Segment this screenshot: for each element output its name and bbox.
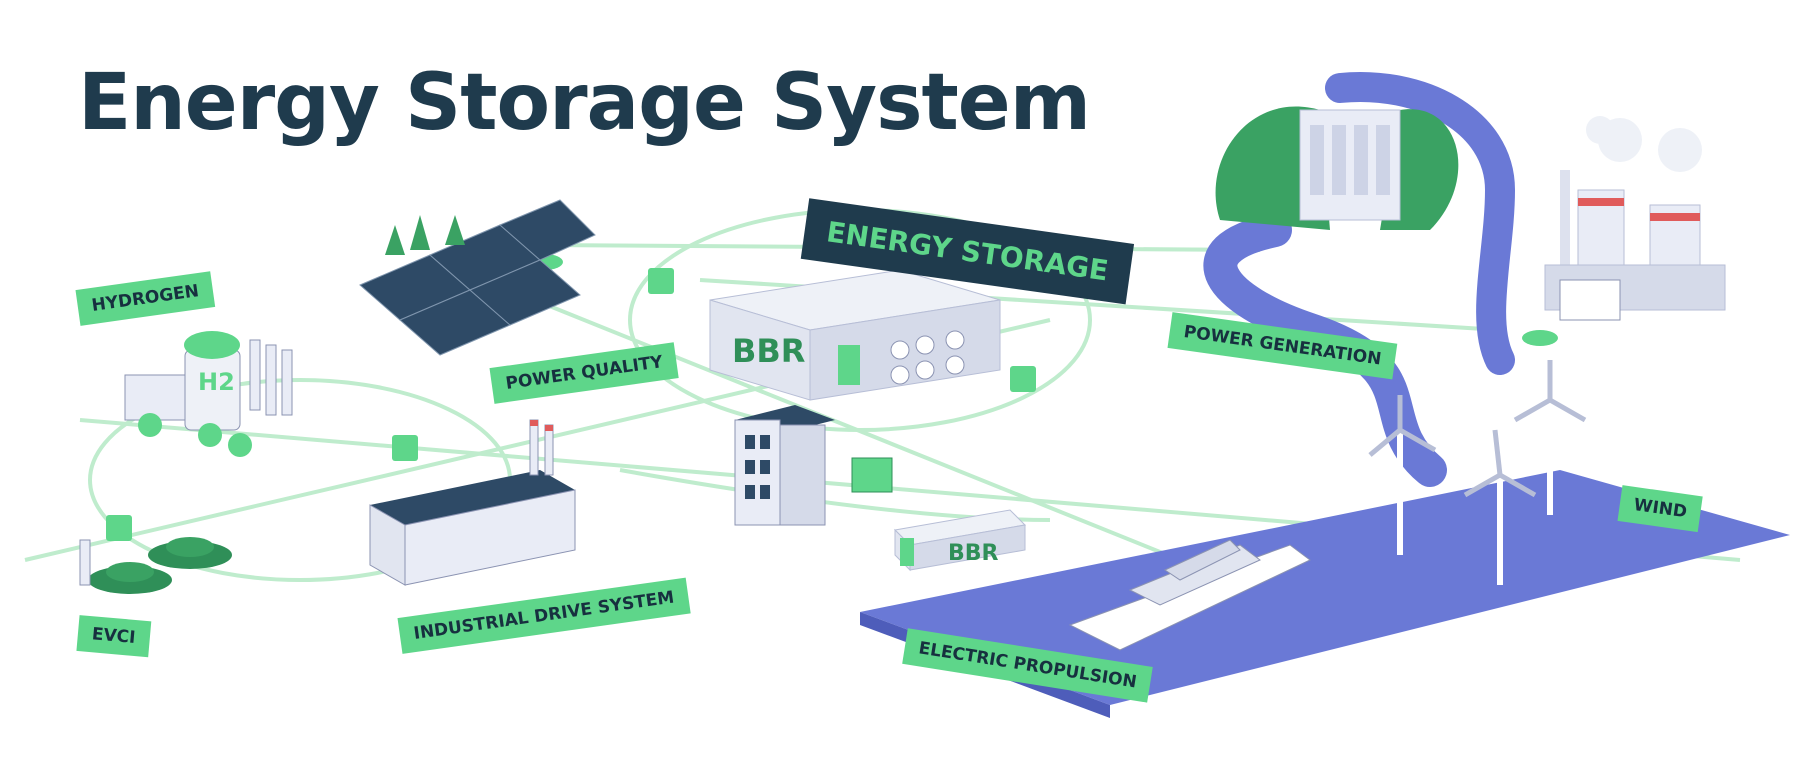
container-brand-main: BBR (732, 332, 805, 370)
yacht (1068, 539, 1311, 651)
evci-label: EVCI (76, 615, 151, 658)
wind-turbines (1368, 360, 1587, 585)
small-container: BBR (893, 509, 1027, 572)
container-brand-small: BBR (948, 541, 999, 566)
river-top (1325, 72, 1516, 375)
ev-cars (79, 537, 232, 594)
office-building (734, 405, 893, 526)
hydro-dam (1215, 106, 1459, 230)
factory (369, 419, 576, 586)
sea-platform (860, 470, 1790, 705)
page-title: Energy Storage System (78, 58, 1091, 148)
trees-solar (385, 215, 465, 255)
storage-containers: BBR (709, 269, 1001, 401)
solar-field (359, 199, 596, 356)
nuclear-plant (1544, 116, 1726, 321)
hydrogen-symbol: H2 (198, 368, 235, 396)
hydrogen-plant: H2 (124, 331, 293, 457)
